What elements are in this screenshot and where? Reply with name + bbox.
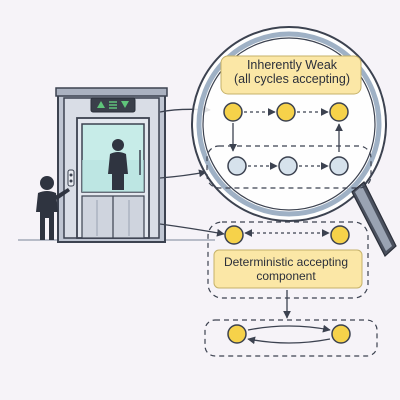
plain-state-row xyxy=(227,156,349,176)
deterministic-label-box xyxy=(213,249,363,289)
weak-label: Inherently Weak (all cycles accepting) xyxy=(222,58,362,87)
accepting-state xyxy=(329,102,349,122)
up-arrow-icon xyxy=(97,101,105,108)
accepting-state xyxy=(330,225,350,245)
weak-label-box xyxy=(220,55,362,95)
plain-state xyxy=(329,156,349,176)
cycle-component-frame xyxy=(206,145,372,189)
link-arrow-middle xyxy=(159,169,207,179)
link-arrow-bottom xyxy=(159,223,225,237)
deterministic-label: Deterministic accepting component xyxy=(210,255,362,284)
accepting-state xyxy=(224,225,244,245)
accepting-state xyxy=(227,324,247,344)
deterministic-label-line1: Deterministic accepting xyxy=(223,255,349,269)
accepting-cycle-row xyxy=(223,102,349,152)
accepting-state xyxy=(223,102,243,122)
person-icon xyxy=(108,139,128,190)
deterministic-state-row xyxy=(224,225,350,245)
bottom-component-frame xyxy=(204,319,378,357)
down-arrow-icon xyxy=(121,101,129,108)
accepting-state xyxy=(276,102,296,122)
deterministic-label-line2: component xyxy=(256,268,316,283)
person-icon xyxy=(36,176,70,240)
weak-label-line1: Inherently Weak xyxy=(246,58,338,72)
plain-state xyxy=(227,156,247,176)
elevator-indicator xyxy=(90,97,136,113)
bottom-state-row xyxy=(227,324,351,345)
deterministic-component-frame xyxy=(207,221,369,299)
plain-state xyxy=(278,156,298,176)
weak-label-line2: (all cycles accepting) xyxy=(233,72,350,87)
accepting-state xyxy=(331,324,351,344)
